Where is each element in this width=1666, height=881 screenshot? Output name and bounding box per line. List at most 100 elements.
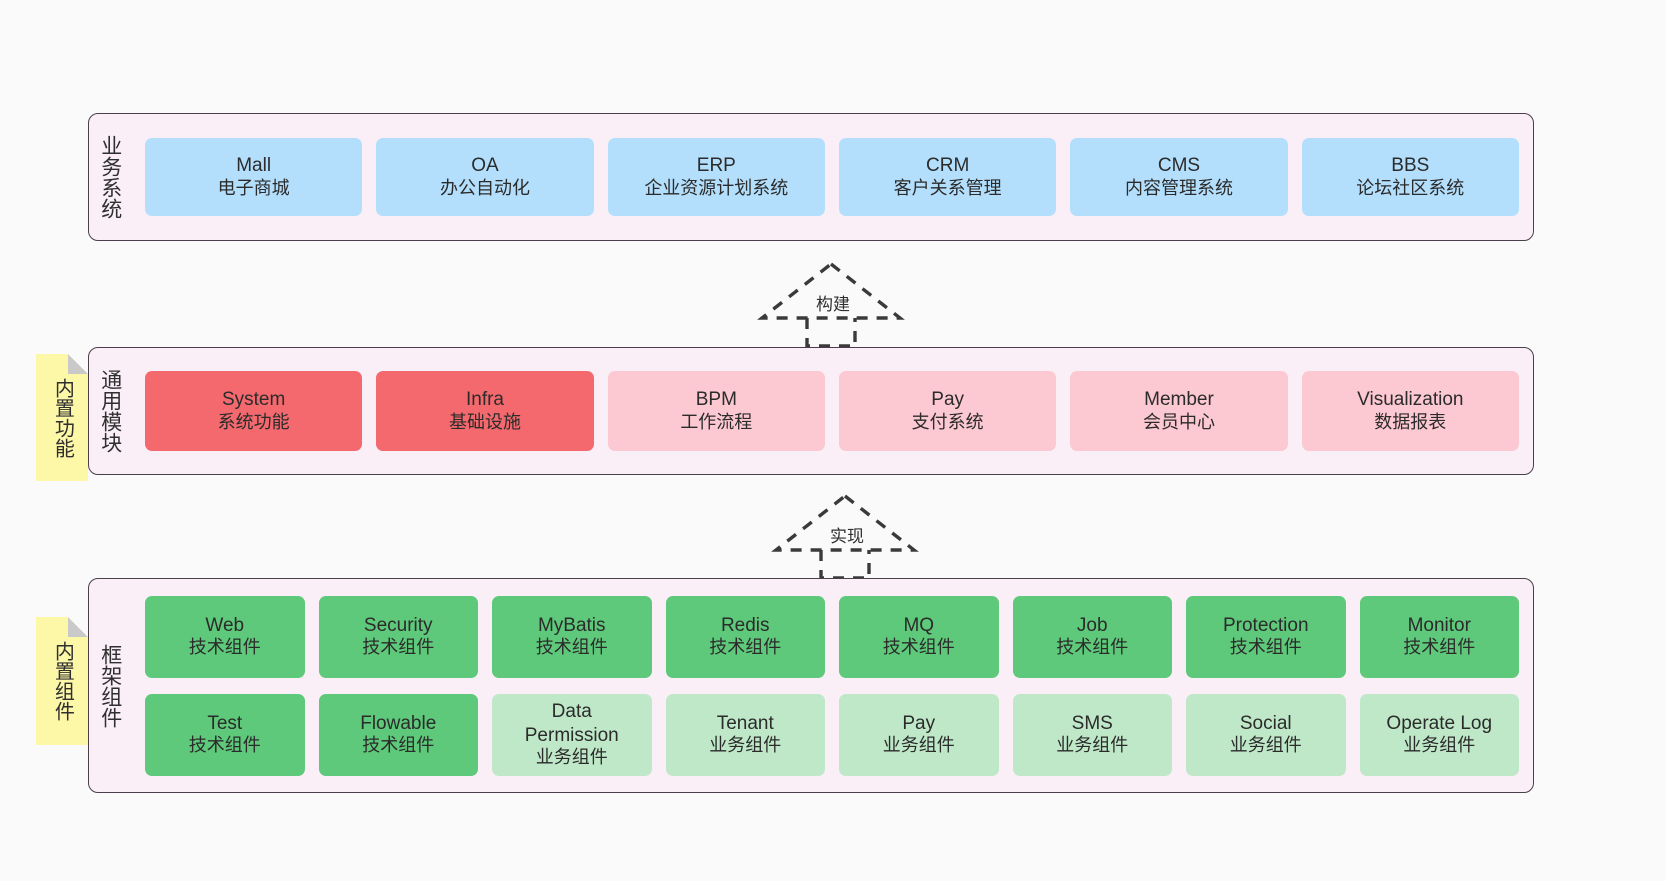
card-subtitle: 技术组件 [882,637,955,658]
arrow-head-triangle [771,493,919,552]
card-title: BPM [695,389,737,411]
card-subtitle: 技术组件 [709,637,782,658]
card-sms[interactable]: SMS 业务组件 [1012,693,1172,776]
card-subtitle: 支付系统 [911,411,984,432]
card-title: CRM [926,155,970,177]
card-title: Tenant [716,712,774,734]
card-mybatis[interactable]: MyBatis 技术组件 [492,595,652,678]
card-data-permission[interactable]: Data Permission 业务组件 [492,693,652,776]
card-subtitle: 客户关系管理 [893,177,1002,198]
card-system[interactable]: System 系统功能 [145,371,363,451]
card-subtitle: 业务组件 [535,746,608,767]
connector-implement-label: 实现 [830,527,864,546]
card-protection[interactable]: Protection 技术组件 [1186,595,1346,678]
card-subtitle: 数据报表 [1374,411,1447,432]
card-social[interactable]: Social 业务组件 [1186,693,1346,776]
card-flowable[interactable]: Flowable 技术组件 [318,693,478,776]
card-title: MQ [903,614,935,636]
sticky-note-builtin-components[interactable]: 内置组件 [36,617,88,745]
card-subtitle: 企业资源计划系统 [644,177,789,198]
card-subtitle: 技术组件 [1403,637,1476,658]
card-test[interactable]: Test 技术组件 [145,693,305,776]
card-title: Operate Log [1386,712,1493,734]
business-card-list: Mall 电子商城 OA 办公自动化 ERP 企业资源计划系统 CRM 客户关系… [131,114,1533,240]
layer-label-framework-components: 框架组件 [98,643,122,728]
card-title: ERP [696,155,736,177]
card-title: OA [471,155,499,177]
card-title: Member [1144,389,1214,411]
framework-row-business: Test 技术组件 Flowable 技术组件 Data Permission … [145,693,1519,776]
card-subtitle: 论坛社区系统 [1356,177,1465,198]
card-subtitle: 技术组件 [188,735,261,756]
layer-business-system[interactable]: 业务系统 Mall 电子商城 OA 办公自动化 ERP 企业资源计划系统 CRM… [88,113,1534,241]
card-security[interactable]: Security 技术组件 [318,595,478,678]
card-subtitle: 工作流程 [680,411,753,432]
card-mall[interactable]: Mall 电子商城 [145,138,363,216]
card-redis[interactable]: Redis 技术组件 [665,595,825,678]
card-member[interactable]: Member 会员中心 [1070,371,1288,451]
card-subtitle: 业务组件 [882,735,955,756]
sticky-note-text: 内置功能 [51,377,74,458]
card-title: Social [1239,712,1292,734]
arrow-shaft [819,550,871,580]
arrow-shaft [805,318,857,348]
sticky-note-text: 内置组件 [51,641,74,721]
framework-card-grid: Web 技术组件 Security 技术组件 MyBatis 技术组件 Redi… [131,579,1533,792]
module-card-list: System 系统功能 Infra 基础设施 BPM 工作流程 Pay 支付系统… [131,348,1533,474]
card-title: Test [207,712,243,734]
card-erp[interactable]: ERP 企业资源计划系统 [607,138,825,216]
sticky-note-builtin-features[interactable]: 内置功能 [36,354,88,481]
card-subtitle: 基础设施 [448,411,521,432]
card-title: Pay [902,712,936,734]
card-subtitle: 会员中心 [1142,411,1215,432]
card-subtitle: 业务组件 [709,735,782,756]
card-title: Security [363,614,433,636]
card-subtitle: 业务组件 [1056,735,1129,756]
card-title: Web [205,614,245,636]
card-visualization[interactable]: Visualization 数据报表 [1301,371,1519,451]
card-subtitle: 业务组件 [1229,735,1302,756]
card-subtitle: 技术组件 [362,637,435,658]
card-subtitle: 办公自动化 [439,177,530,198]
card-title: Protection [1222,614,1309,636]
card-pay-module[interactable]: Pay 支付系统 [838,371,1057,451]
card-title: Data Permission [524,701,619,746]
card-crm[interactable]: CRM 客户关系管理 [838,138,1057,216]
card-web[interactable]: Web 技术组件 [145,595,305,678]
card-tenant[interactable]: Tenant 业务组件 [665,693,825,776]
card-title: Redis [720,614,770,636]
card-subtitle: 内容管理系统 [1124,177,1233,198]
layer-framework-components[interactable]: 框架组件 Web 技术组件 Security 技术组件 MyBatis 技术组件… [88,578,1534,793]
card-operate-log[interactable]: Operate Log 业务组件 [1359,693,1519,776]
card-subtitle: 技术组件 [188,637,261,658]
card-title: Infra [465,389,504,411]
card-subtitle: 技术组件 [1229,637,1302,658]
card-cms[interactable]: CMS 内容管理系统 [1070,138,1288,216]
note-fold-corner-icon [68,617,88,637]
layer-common-modules[interactable]: 通用模块 System 系统功能 Infra 基础设施 BPM 工作流程 Pay… [88,347,1534,475]
card-monitor[interactable]: Monitor 技术组件 [1359,595,1519,678]
card-subtitle: 系统功能 [217,411,290,432]
layer-label-business-system: 业务系统 [98,135,122,219]
card-title: SMS [1071,712,1113,734]
card-mq[interactable]: MQ 技术组件 [839,595,999,678]
connector-build: 构建 [757,261,905,348]
card-subtitle: 技术组件 [1056,637,1129,658]
card-bpm[interactable]: BPM 工作流程 [607,371,825,451]
card-subtitle: 技术组件 [362,735,435,756]
card-infra[interactable]: Infra 基础设施 [376,371,594,451]
connector-build-label: 构建 [816,295,850,314]
card-pay-component[interactable]: Pay 业务组件 [839,693,999,776]
card-title: Pay [931,389,965,411]
card-bbs[interactable]: BBS 论坛社区系统 [1301,138,1519,216]
card-job[interactable]: Job 技术组件 [1012,595,1172,678]
card-title: BBS [1391,155,1430,177]
card-oa[interactable]: OA 办公自动化 [376,138,594,216]
arrow-head-triangle [757,261,905,320]
card-subtitle: 电子商城 [217,177,290,198]
card-title: CMS [1157,155,1201,177]
card-subtitle: 技术组件 [535,637,608,658]
card-title: Mall [236,155,272,177]
layer-label-common-modules: 通用模块 [98,369,122,453]
